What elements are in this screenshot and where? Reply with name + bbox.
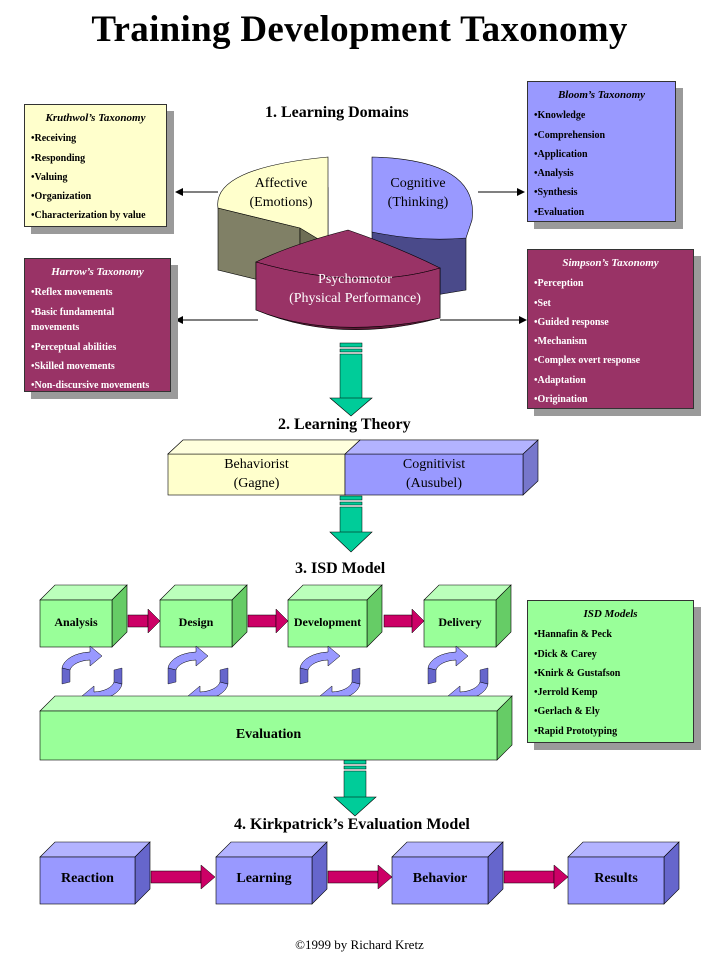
bloom-taxonomy-box: Bloom’s Taxonomy Knowledge Comprehension… [527, 81, 676, 222]
isd-step-design-label: Design [178, 615, 214, 629]
affective-label: Affective(Emotions) [249, 176, 313, 210]
list-item: Gerlach & Ely [534, 702, 687, 721]
section-isd-model: 3. ISD Model [295, 560, 386, 577]
list-item: Adaptation [534, 371, 687, 390]
kirk-behavior-label: Behavior [412, 871, 468, 886]
kirk-results-label: Results [594, 871, 638, 886]
list-item: Non-discursive movements [31, 376, 164, 395]
list-item: Jerrold Kemp [534, 683, 687, 702]
kirk-box-reaction [39, 841, 151, 905]
kirk-learning-label: Learning [236, 871, 292, 886]
list-item: Rapid Prototyping [534, 722, 687, 741]
kirk-reaction-label: Reaction [61, 871, 114, 886]
list-item: Knowledge [534, 106, 669, 125]
kirk-box-results [567, 841, 680, 905]
down-arrow-3 [333, 759, 377, 817]
list-item: Perception [534, 274, 687, 293]
list-item: Basic fundamental movements [31, 305, 164, 335]
list-item: Evaluation [534, 203, 669, 222]
harrow-taxonomy-box: Harrow’s Taxonomy Reflex movements Basic… [24, 258, 171, 392]
isd-step-delivery-label: Delivery [438, 615, 482, 629]
kirk-box-learning [215, 841, 328, 905]
list-item: Characterization by value [31, 206, 160, 225]
isd-step-analysis-label: Analysis [54, 615, 98, 629]
isd-models-title: ISD Models [583, 608, 638, 620]
krathwohl-title: Kruthwol’s Taxonomy [45, 112, 146, 124]
list-item: Receiving [31, 129, 160, 148]
list-item: Guided response [534, 313, 687, 332]
list-item: Reflex movements [31, 283, 164, 302]
isd-evaluation-bar [39, 695, 513, 761]
list-item: Mechanism [534, 332, 687, 351]
theory-bar [167, 439, 539, 496]
list-item: Set [534, 294, 687, 313]
list-item: Knirk & Gustafson [534, 664, 687, 683]
bloom-title: Bloom’s Taxonomy [557, 89, 646, 101]
isd-arrow-1 [127, 608, 161, 634]
simpson-title: Simpson’s Taxonomy [562, 257, 659, 269]
list-item: Perceptual abilities [31, 338, 164, 357]
behaviorist-label: Behaviorist(Gagne) [224, 457, 289, 491]
isd-step-development [287, 584, 383, 648]
cognitive-label: Cognitive(Thinking) [387, 176, 449, 210]
psychomotor-label: Psychomotor(Physical Performance) [289, 272, 421, 306]
page-title: Training Development Taxonomy [91, 9, 628, 50]
isd-arrow-3 [383, 608, 425, 634]
cognitivist-label: Cognitivist(Ausubel) [402, 457, 466, 491]
isd-step-development-label: Development [293, 615, 362, 629]
list-item: Organization [31, 187, 160, 206]
list-item: Analysis [534, 164, 669, 183]
isd-models-box: ISD Models Hannafin & Peck Dick & Carey … [527, 600, 694, 743]
isd-arrow-2 [247, 608, 289, 634]
isd-step-analysis [39, 584, 128, 648]
isd-evaluation-label: Evaluation [235, 727, 302, 742]
section-kirkpatrick: 4. Kirkpatrick’s Evaluation Model [234, 816, 470, 833]
kirk-arrow-2 [327, 864, 393, 890]
isd-step-delivery [423, 584, 512, 648]
list-item: Hannafin & Peck [534, 625, 687, 644]
list-item: Synthesis [534, 183, 669, 202]
cycle-icon-3 [299, 645, 361, 707]
down-arrow-1 [329, 342, 373, 417]
kirk-arrow-1 [150, 864, 216, 890]
krathwohl-taxonomy-box: Kruthwol’s Taxonomy Receiving Responding… [24, 104, 167, 227]
simpson-taxonomy-box: Simpson’s Taxonomy Perception Set Guided… [527, 249, 694, 409]
list-item: Skilled movements [31, 357, 164, 376]
kirk-box-behavior [391, 841, 504, 905]
list-item: Responding [31, 149, 160, 168]
copyright: ©1999 by Richard Kretz [295, 937, 424, 952]
section-learning-domains: 1. Learning Domains [265, 104, 409, 121]
list-item: Dick & Carey [534, 645, 687, 664]
isd-step-design [159, 584, 248, 648]
section-learning-theory: 2. Learning Theory [278, 416, 411, 433]
list-item: Valuing [31, 168, 160, 187]
list-item: Complex overt response [534, 351, 687, 370]
list-item: Comprehension [534, 126, 669, 145]
down-arrow-2 [329, 495, 373, 553]
harrow-title: Harrow’s Taxonomy [51, 266, 144, 278]
list-item: Origination [534, 390, 687, 409]
kirk-arrow-3 [503, 864, 569, 890]
list-item: Application [534, 145, 669, 164]
psychomotor-slice [255, 229, 441, 331]
